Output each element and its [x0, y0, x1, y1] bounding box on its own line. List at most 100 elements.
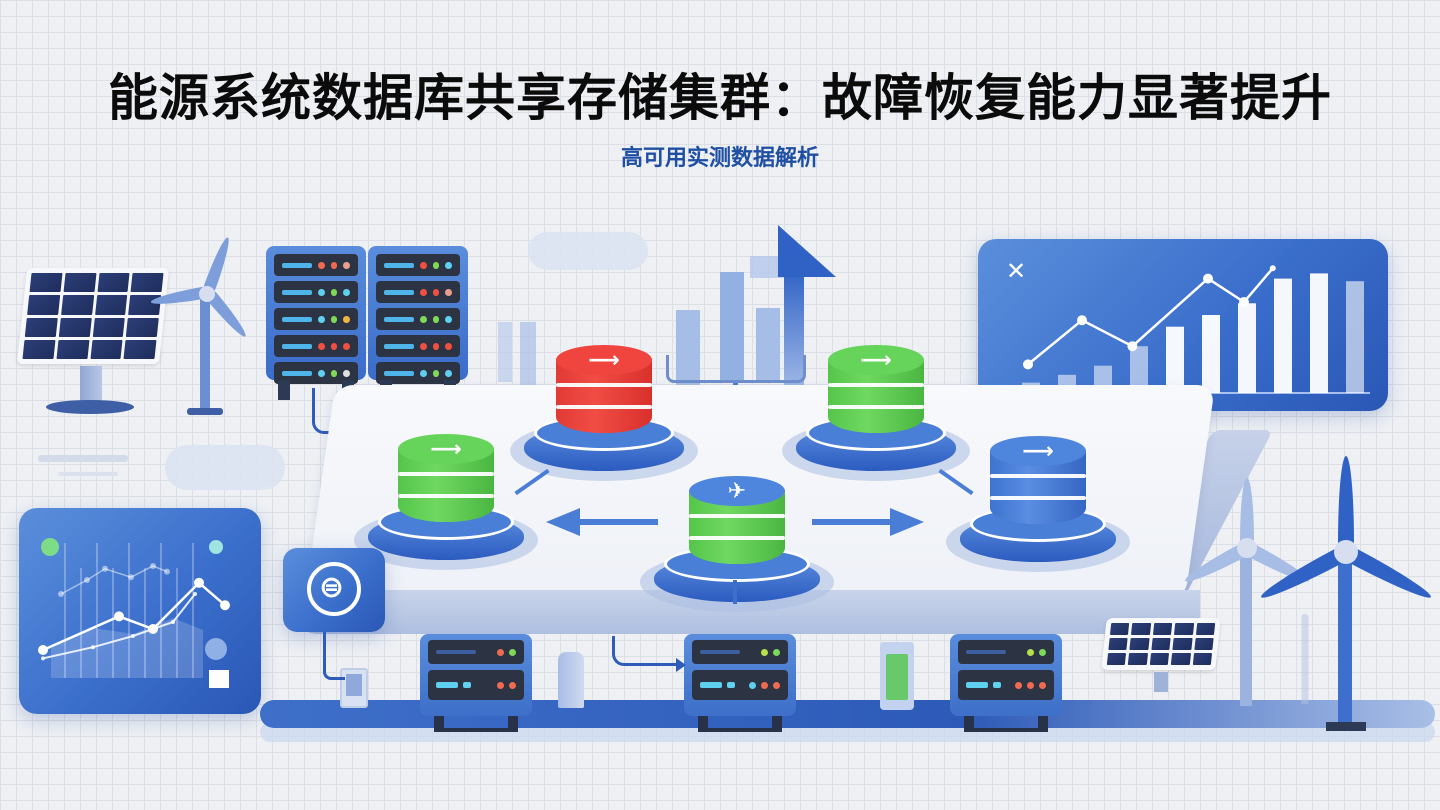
solar-cell	[1152, 623, 1173, 635]
status-led	[420, 342, 427, 350]
db-node-healthy-top[interactable]: ⟶	[782, 345, 970, 489]
status-led	[330, 288, 338, 296]
rack-unit	[274, 362, 358, 384]
cloud-decoration	[528, 232, 648, 270]
status-led	[330, 315, 338, 323]
solar-panel-right-stand	[1154, 672, 1168, 692]
solar-cell	[1108, 638, 1129, 650]
status-led	[330, 261, 338, 269]
status-led	[420, 261, 427, 269]
status-led	[445, 288, 453, 296]
rack-unit	[376, 281, 460, 303]
status-led	[318, 369, 325, 377]
db-node-failed[interactable]: ⟶	[510, 345, 698, 489]
solar-panel-right	[1101, 618, 1221, 670]
rack-unit	[376, 335, 460, 357]
solar-cell	[1129, 638, 1150, 650]
db-node-primary[interactable]: ✈	[640, 476, 834, 620]
solar-cell	[123, 339, 157, 359]
trend-up-arrow-head	[778, 225, 836, 277]
solar-cell	[130, 273, 164, 293]
status-led	[445, 342, 453, 350]
monitoring-chart-panel	[19, 508, 261, 714]
status-led	[343, 315, 351, 323]
solar-cell	[1106, 653, 1127, 665]
battery-level	[886, 654, 908, 700]
solar-cell	[1174, 623, 1194, 635]
solar-cell	[94, 295, 128, 315]
db-icon: ⟶	[828, 345, 924, 375]
status-led	[318, 261, 325, 269]
status-led	[420, 288, 427, 296]
db-icon: ⟶	[990, 436, 1086, 466]
status-dot-cyan	[209, 540, 223, 554]
db-node-standby[interactable]: ⟶	[946, 436, 1130, 580]
solar-cell	[63, 273, 97, 293]
close-icon[interactable]: ✕	[1006, 257, 1027, 285]
solar-cell	[1172, 638, 1193, 650]
status-led	[445, 369, 453, 377]
status-led	[445, 315, 453, 323]
rack-unit	[274, 281, 358, 303]
solar-cell	[24, 317, 58, 337]
solar-cell	[22, 339, 56, 359]
solar-cell	[29, 273, 63, 293]
status-led	[343, 261, 351, 269]
solar-cell	[96, 273, 130, 293]
storage-server	[684, 634, 796, 732]
placeholder-text-lines	[58, 472, 118, 476]
switch-icon: ⊜	[319, 570, 345, 605]
rack-unit	[376, 254, 460, 276]
solar-cell	[1131, 623, 1152, 635]
status-led	[432, 342, 440, 350]
solar-cell	[56, 339, 90, 359]
db-node-healthy-left[interactable]: ⟶	[354, 434, 538, 578]
status-led	[343, 342, 351, 350]
line-chart	[38, 543, 230, 678]
status-led	[432, 288, 440, 296]
status-dot-green	[41, 538, 59, 556]
db-icon: ⟶	[398, 434, 494, 464]
status-led	[330, 369, 338, 377]
bar-line-chart	[1010, 265, 1370, 394]
solar-cell	[27, 295, 60, 315]
wind-turbine-faint	[1270, 600, 1340, 710]
cloud-decoration	[165, 445, 285, 490]
rack-unit	[274, 308, 358, 330]
rack-unit	[376, 308, 460, 330]
server-rack-right	[368, 246, 468, 400]
storage-server	[950, 634, 1062, 732]
placeholder-text-lines	[38, 455, 128, 462]
solar-cell	[92, 317, 126, 337]
rack-unit	[376, 362, 460, 384]
rack-unit	[274, 254, 358, 276]
status-led	[420, 315, 427, 323]
device-cable	[323, 632, 345, 680]
status-led	[432, 261, 440, 269]
rack-unit	[274, 335, 358, 357]
status-led	[445, 261, 453, 269]
status-led	[330, 342, 338, 350]
solar-cell	[1128, 653, 1148, 665]
wind-turbine-left	[149, 230, 250, 420]
solar-cell	[1109, 623, 1130, 635]
wind-turbine-right	[1257, 442, 1435, 732]
chart-tray	[666, 355, 806, 383]
status-led	[420, 369, 427, 377]
status-led	[318, 342, 325, 350]
terminal-device-inner	[346, 674, 362, 696]
storage-server	[420, 634, 532, 732]
wind-turbine-mid	[1181, 470, 1313, 710]
server-link	[612, 636, 678, 666]
solar-cell	[1149, 653, 1170, 665]
link-arrowhead	[676, 658, 686, 672]
server-rack-left	[266, 246, 366, 400]
performance-chart-panel: ✕	[978, 239, 1388, 411]
page-title: 能源系统数据库共享存储集群：故障恢复能力显著提升	[108, 69, 1332, 127]
switch-control-button[interactable]: ⊜	[283, 548, 385, 632]
status-led	[432, 315, 440, 323]
status-led	[318, 315, 325, 323]
page-subtitle: 高可用实测数据解析	[620, 146, 819, 171]
status-led	[432, 369, 440, 377]
solar-cell	[126, 317, 159, 337]
